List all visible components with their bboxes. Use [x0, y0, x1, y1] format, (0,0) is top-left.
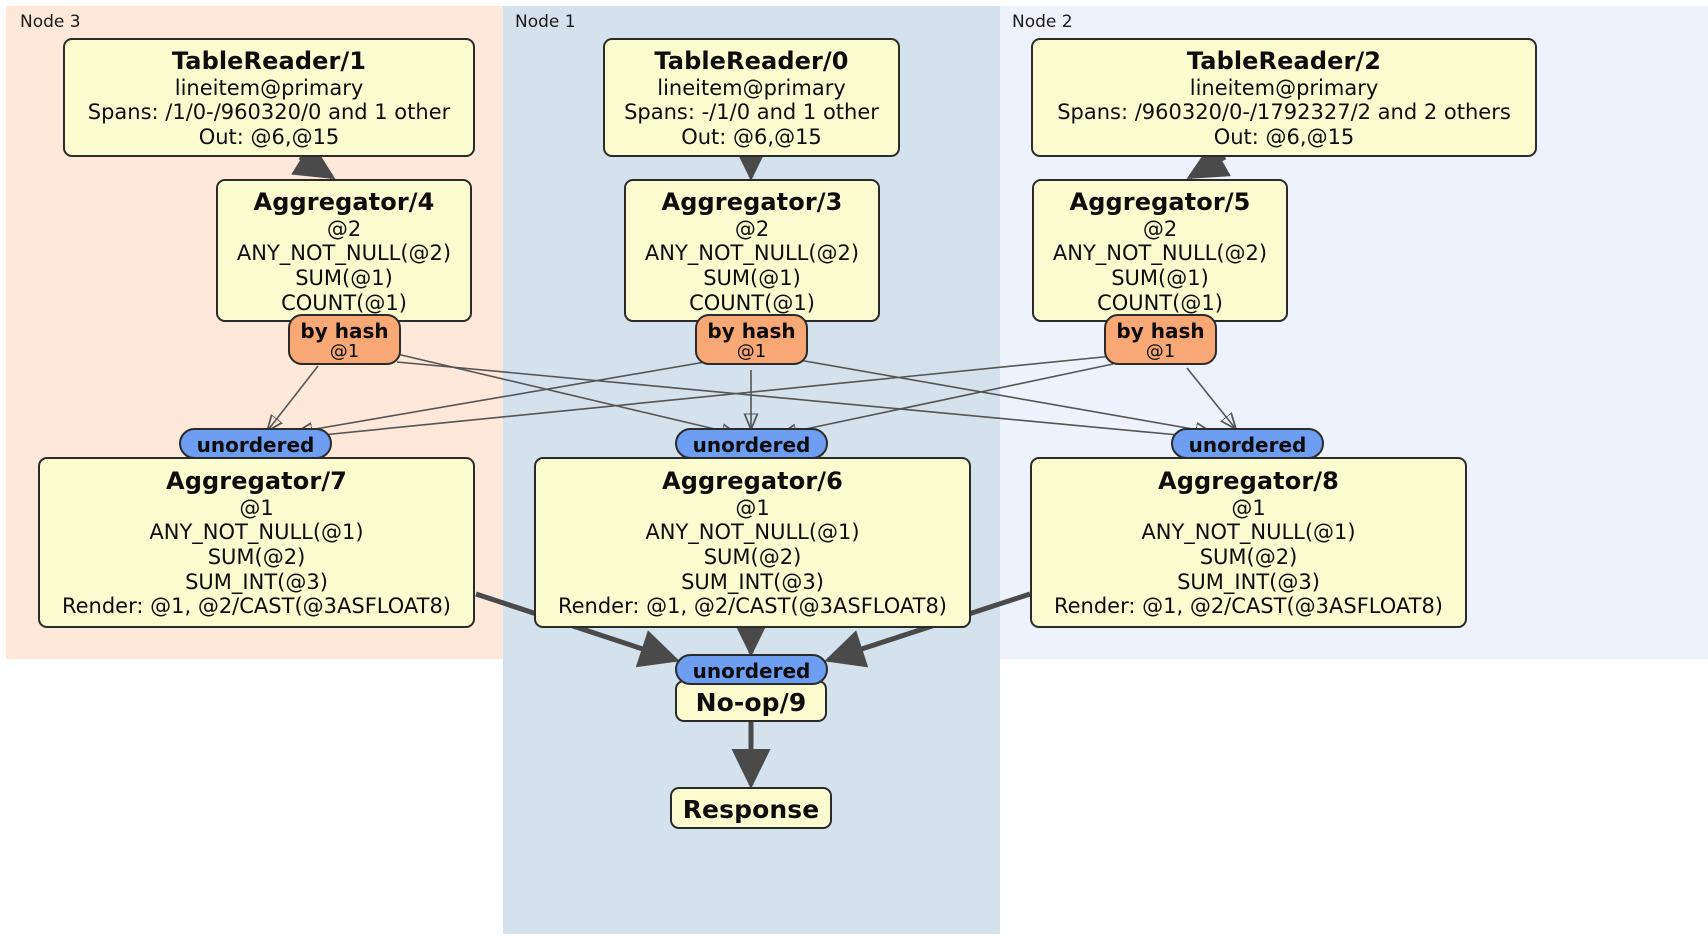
processor-detail: SUM(@2) — [207, 544, 306, 569]
processor-detail: ANY_NOT_NULL(@1) — [645, 520, 860, 545]
synchronizer-unordered-aggregator-7[interactable]: unordered — [179, 428, 332, 459]
processor-detail: @2 — [1142, 216, 1178, 241]
processor-response[interactable]: Response — [670, 787, 832, 829]
synchronizer-label: unordered — [1188, 433, 1307, 457]
processor-title: Aggregator/6 — [662, 467, 843, 495]
processor-detail: lineitem@primary — [657, 75, 846, 100]
processor-detail: @1 — [1231, 495, 1266, 520]
processor-title: TableReader/0 — [654, 47, 849, 75]
synchronizer-label: unordered — [692, 433, 811, 457]
router-sublabel: @1 — [736, 341, 767, 362]
synchronizer-label: unordered — [196, 433, 315, 457]
processor-detail: Out: @6,@15 — [198, 124, 340, 149]
processor-detail: ANY_NOT_NULL(@1) — [149, 520, 364, 545]
processor-title: Aggregator/7 — [166, 467, 347, 495]
router-label: by hash — [300, 319, 389, 343]
processor-aggregator-3[interactable]: Aggregator/3 @2 ANY_NOT_NULL(@2) SUM(@1)… — [624, 179, 880, 322]
router-sublabel: @1 — [1145, 341, 1176, 362]
processor-detail: Render: @1, @2/CAST(@3ASFLOAT8) — [61, 594, 452, 619]
processor-detail: Render: @1, @2/CAST(@3ASFLOAT8) — [557, 594, 948, 619]
processor-title: Aggregator/8 — [1158, 467, 1339, 495]
processor-aggregator-5[interactable]: Aggregator/5 @2 ANY_NOT_NULL(@2) SUM(@1)… — [1032, 179, 1288, 322]
processor-title: Aggregator/4 — [253, 188, 435, 216]
processor-detail: @1 — [735, 495, 770, 520]
synchronizer-unordered-aggregator-8[interactable]: unordered — [1171, 428, 1324, 459]
processor-detail: SUM_INT(@3) — [1177, 569, 1320, 594]
processor-detail: SUM(@2) — [1199, 544, 1298, 569]
processor-detail: SUM(@1) — [295, 265, 393, 290]
processor-detail: SUM(@1) — [703, 265, 801, 290]
processor-detail: lineitem@primary — [1189, 75, 1379, 100]
synchronizer-unordered-aggregator-6[interactable]: unordered — [675, 428, 828, 459]
processor-detail: COUNT(@1) — [281, 290, 407, 315]
panel-label-node-3: Node 3 — [20, 12, 81, 32]
synchronizer-unordered-noop-9[interactable]: unordered — [675, 654, 828, 685]
processor-aggregator-8[interactable]: Aggregator/8 @1 ANY_NOT_NULL(@1) SUM(@2)… — [1030, 457, 1467, 628]
processor-detail: ANY_NOT_NULL(@2) — [236, 241, 452, 266]
processor-detail: SUM(@2) — [703, 544, 802, 569]
processor-detail: Spans: -/1/0 and 1 other — [624, 100, 879, 125]
processor-detail: Render: @1, @2/CAST(@3ASFLOAT8) — [1053, 594, 1444, 619]
processor-tablereader-1[interactable]: TableReader/1 lineitem@primary Spans: /1… — [63, 38, 475, 157]
processor-detail: COUNT(@1) — [689, 290, 815, 315]
synchronizer-label: unordered — [692, 659, 811, 683]
processor-detail: SUM(@1) — [1111, 265, 1209, 290]
processor-aggregator-6[interactable]: Aggregator/6 @1 ANY_NOT_NULL(@1) SUM(@2)… — [534, 457, 971, 628]
router-label: by hash — [1116, 319, 1205, 343]
router-by-hash-aggregator-4[interactable]: by hash @1 — [288, 314, 401, 365]
processor-detail: Spans: /1/0-/960320/0 and 1 other — [87, 100, 451, 125]
processor-detail: ANY_NOT_NULL(@2) — [1052, 241, 1268, 266]
processor-aggregator-4[interactable]: Aggregator/4 @2 ANY_NOT_NULL(@2) SUM(@1)… — [216, 179, 472, 322]
processor-detail: COUNT(@1) — [1097, 290, 1223, 315]
panel-label-node-1: Node 1 — [515, 12, 576, 32]
processor-detail: Out: @6,@15 — [681, 124, 822, 149]
router-by-hash-aggregator-5[interactable]: by hash @1 — [1104, 314, 1217, 365]
processor-detail: lineitem@primary — [174, 75, 364, 100]
processor-detail: @1 — [239, 495, 274, 520]
processor-title: No-op/9 — [695, 688, 807, 717]
processor-title: Response — [682, 795, 820, 824]
processor-detail: SUM_INT(@3) — [185, 569, 328, 594]
processor-detail: Out: @6,@15 — [1213, 124, 1355, 149]
panel-label-node-2: Node 2 — [1012, 12, 1073, 32]
router-by-hash-aggregator-3[interactable]: by hash @1 — [695, 314, 808, 365]
processor-detail: ANY_NOT_NULL(@2) — [644, 241, 860, 266]
processor-detail: SUM_INT(@3) — [681, 569, 824, 594]
processor-title: Aggregator/3 — [661, 188, 843, 216]
processor-tablereader-0[interactable]: TableReader/0 lineitem@primary Spans: -/… — [603, 38, 900, 157]
processor-title: TableReader/2 — [1186, 47, 1382, 75]
processor-tablereader-2[interactable]: TableReader/2 lineitem@primary Spans: /9… — [1031, 38, 1537, 157]
processor-detail: @2 — [326, 216, 362, 241]
router-label: by hash — [707, 319, 796, 343]
processor-detail: ANY_NOT_NULL(@1) — [1141, 520, 1356, 545]
processor-detail: @2 — [734, 216, 770, 241]
processor-noop-9[interactable]: No-op/9 — [675, 680, 827, 722]
processor-title: TableReader/1 — [171, 47, 367, 75]
router-sublabel: @1 — [329, 341, 360, 362]
processor-aggregator-7[interactable]: Aggregator/7 @1 ANY_NOT_NULL(@1) SUM(@2)… — [38, 457, 475, 628]
processor-title: Aggregator/5 — [1069, 188, 1251, 216]
processor-detail: Spans: /960320/0-/1792327/2 and 2 others — [1057, 100, 1511, 125]
